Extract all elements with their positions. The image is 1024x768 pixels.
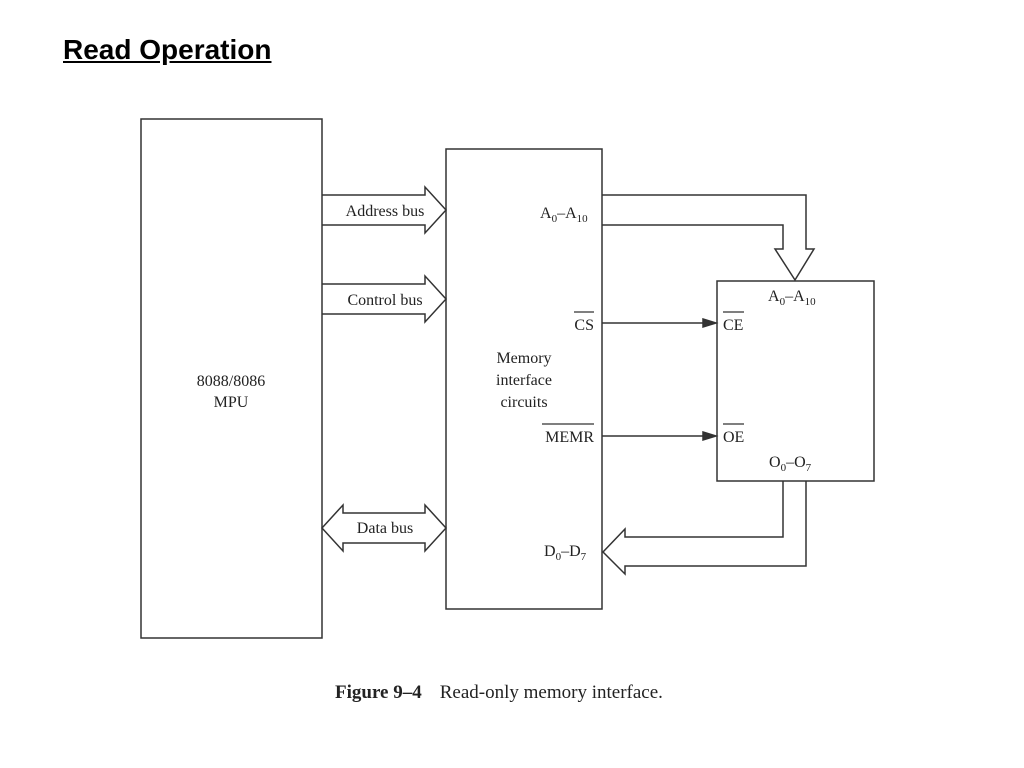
- rom-oe-pin: OE: [723, 429, 744, 446]
- iface-cs-pin: CS: [574, 317, 594, 334]
- data-bus-label: Data bus: [357, 520, 413, 537]
- rom-address-pin: A0–A10: [768, 288, 816, 308]
- rom-ce-pin: CE: [723, 317, 743, 334]
- rom-data-bus-arrow: [601, 481, 807, 576]
- iface-data-pin: D0–D7: [544, 543, 587, 563]
- cs-to-ce-arrowhead: [702, 317, 719, 329]
- control-bus-label: Control bus: [347, 292, 422, 309]
- mpu-block: [140, 118, 323, 639]
- memory-interface-block: [445, 148, 603, 610]
- control-bus-arrow: [322, 274, 448, 324]
- rom-output-pin: O0–O7: [769, 454, 812, 474]
- address-bus-arrow: [322, 185, 448, 235]
- figure-number: Figure 9–4: [335, 682, 422, 703]
- interface-label-line1: Memory: [496, 350, 551, 367]
- slide-title: Read Operation: [63, 34, 272, 65]
- rom-address-bus-arrow: [602, 194, 816, 282]
- mpu-label-line1: 8088/8086: [197, 373, 265, 390]
- figure-caption-text: Read-only memory interface.: [439, 682, 663, 703]
- memr-to-oe-arrowhead: [702, 430, 719, 442]
- interface-label-line2: interface: [496, 372, 552, 389]
- rom-block: [716, 280, 875, 482]
- address-bus-label: Address bus: [346, 203, 425, 220]
- mpu-label-line2: MPU: [214, 394, 249, 411]
- iface-memr-pin: MEMR: [545, 429, 594, 446]
- figure-caption: Figure 9–4 Read-only memory interface.: [335, 682, 663, 704]
- iface-address-pin: A0–A10: [540, 205, 588, 225]
- interface-label-line3: circuits: [500, 394, 547, 411]
- data-bus-arrow: [320, 503, 448, 553]
